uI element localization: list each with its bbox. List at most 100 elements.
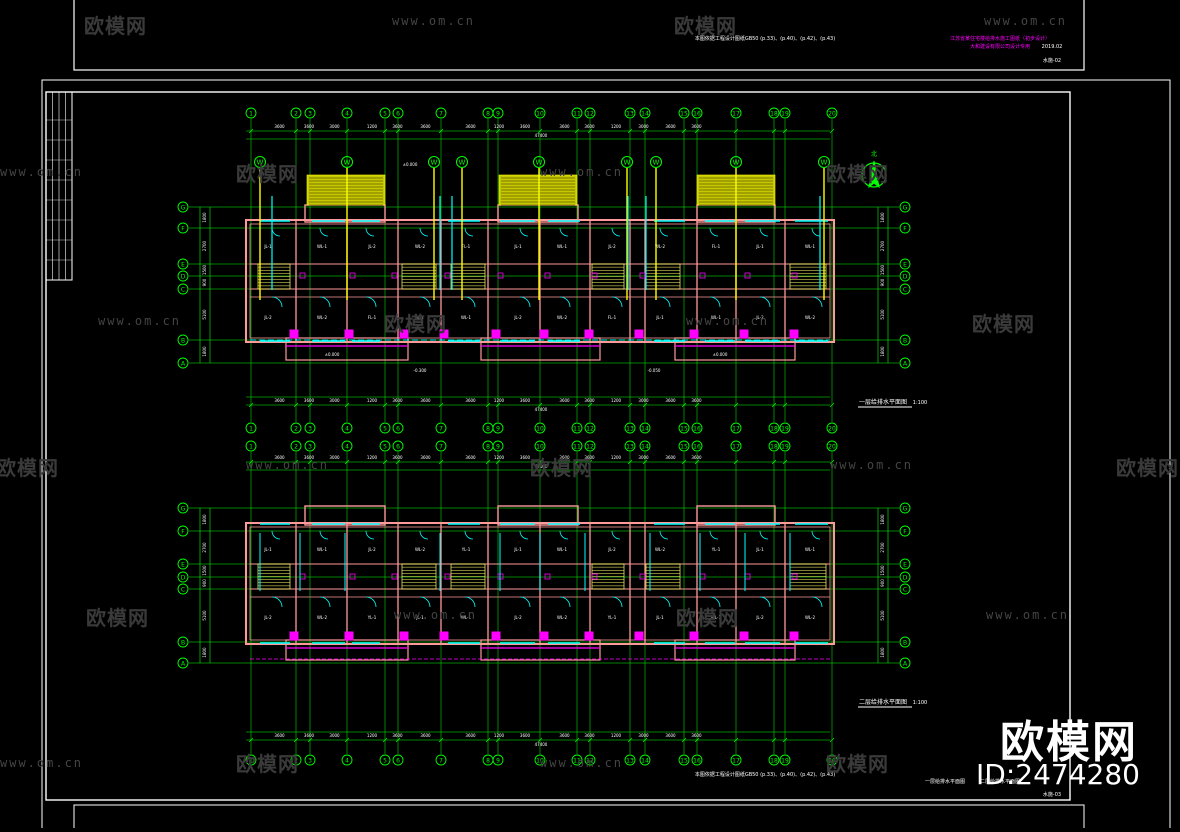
axis-bubble-label: 6 [396,426,400,433]
dimension-text: 3600 [304,733,315,738]
plumbing-fixture [789,631,799,641]
axis-bubble-label: 14 [641,111,649,118]
riser-label: JL-1 [263,244,272,249]
plan-title: 二层给排水平面图 [859,698,907,706]
well-label: W [459,159,466,167]
axis-bubble-label: 18 [770,444,778,451]
axis-bubble [826,422,838,434]
dimension-text: 1200 [494,733,505,738]
plumbing-fixture [491,329,501,339]
dimension-tick [694,402,700,408]
axis-bubble-label: 1 [249,111,253,118]
door-swing [709,596,721,608]
dimension-text: 1500 [880,565,885,576]
axis-bubble-label: B [181,640,185,647]
dimension-text: 900 [202,278,207,286]
dimension-text: 1800 [880,647,885,658]
riser-label: WL-2 [415,244,426,249]
axis-bubble [534,754,546,766]
door-swing [519,296,531,308]
riser-label: FL-1 [368,315,377,320]
dimension-text: 1800 [880,514,885,525]
floor-drain [444,573,451,580]
floor-drain [744,272,751,279]
axis-bubble [691,422,703,434]
dimension-text: 3600 [520,398,531,403]
axis-bubble-label: 1 [249,444,253,451]
axis-bubble-label: E [181,262,185,269]
dimension-tick [587,128,593,134]
axis-bubble-label: A [181,661,186,668]
door-swing [611,296,623,308]
axis-bubble [290,107,302,119]
dimension-tick [681,737,687,743]
door-swing [709,227,719,237]
axis-bubble-label: 4 [345,111,349,118]
dimension-text: 3600 [274,124,285,129]
axis-bubble-label: C [903,587,907,594]
dimension-tick [382,737,388,743]
axis-bubble-label: 13 [626,444,634,451]
axis-bubble [571,754,583,766]
dimension-tick [307,128,313,134]
floor-drain [349,573,356,580]
door-swing [611,530,621,540]
well-symbol [730,156,742,168]
plumbing-fixture [289,631,299,641]
dimension-text: 3000 [638,733,649,738]
dimension-tick [248,128,254,134]
dimension-text: 3600 [520,733,531,738]
north-arrow-icon [868,160,880,189]
riser-label: JL-1 [655,315,664,320]
dimension-tick [382,402,388,408]
door-swing [271,296,283,308]
riser-label: WL-1 [805,244,816,249]
plumbing-fixture [689,329,699,339]
axis-bubble [779,422,791,434]
dimension-tick [627,737,633,743]
dimension-text: 3600 [465,398,476,403]
dimension-text: 3600 [691,124,702,129]
dimension-tick [438,402,444,408]
axis-bubble-label: 11 [573,758,581,765]
door-swing [419,296,431,308]
axis-bubble-label: 5 [383,758,387,765]
axis-bubble [899,502,911,514]
dimension-tick [344,128,350,134]
axis-bubble-label: 18 [770,758,778,765]
level-mark: ±0.000 [713,352,728,357]
well-label: W [821,159,828,167]
axis-bubble-label: B [903,338,907,345]
dimension-text: 3600 [304,124,315,129]
axis-bubble-label: 11 [573,111,581,118]
door-swing [271,530,281,540]
floor-drain [544,272,551,279]
axis-bubble [341,422,353,434]
dimension-tick [293,737,299,743]
dimension-text: 1200 [611,398,622,403]
door-swing [365,596,377,608]
axis-bubble-label: 8 [486,758,490,765]
riser-label: JL-2 [367,547,376,552]
dimension-tick [307,459,313,465]
well-label: W [344,159,351,167]
dimension-tick [782,459,788,465]
dimension-text: 1500 [202,565,207,576]
dimension-tick [537,459,543,465]
dimension-text: 3000 [638,124,649,129]
axis-bubble [245,107,257,119]
door-swing [759,227,769,237]
dimension-text: 2700 [880,542,885,553]
riser-label: WL-2 [557,615,568,620]
door-swing [365,227,375,237]
dimension-text: 3600 [584,455,595,460]
dimension-tick [829,459,835,465]
dimension-tick [574,128,580,134]
riser-label: JL-1 [755,547,764,552]
axis-bubble-label: 16 [693,444,701,451]
dimension-text: 1800 [202,346,207,357]
top-sheet-frame [73,0,1085,71]
axis-bubble [678,440,690,452]
dimension-tick [395,737,401,743]
